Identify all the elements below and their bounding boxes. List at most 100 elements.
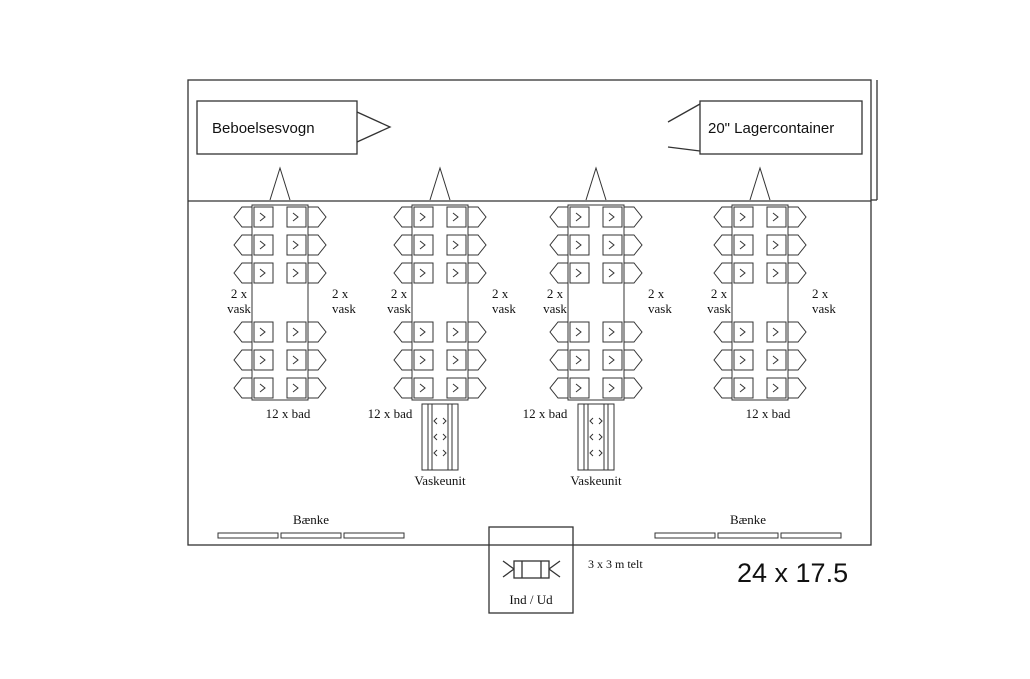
sink bbox=[468, 234, 487, 256]
sink bbox=[549, 377, 568, 399]
tap-icon bbox=[589, 433, 603, 441]
shower-icon bbox=[452, 240, 459, 250]
bath-cabin bbox=[253, 206, 274, 228]
bath-cabin bbox=[766, 206, 787, 228]
tap-icon bbox=[589, 449, 603, 457]
sink bbox=[468, 321, 487, 343]
bath-cabin bbox=[733, 377, 754, 399]
bath-cabin bbox=[569, 206, 590, 228]
sink-count-label: 2 x bbox=[231, 286, 248, 301]
shower-icon bbox=[452, 355, 459, 365]
bath-cabin bbox=[413, 321, 434, 343]
shower-icon bbox=[292, 212, 299, 222]
sink bbox=[788, 234, 807, 256]
shower-icon bbox=[575, 327, 582, 337]
shower-icon bbox=[259, 240, 266, 250]
bath-cabin bbox=[733, 349, 754, 371]
shower-icon bbox=[259, 327, 266, 337]
shower-icon bbox=[419, 212, 426, 222]
bath-cabin bbox=[602, 262, 623, 284]
sink-type-label: vask bbox=[387, 301, 411, 316]
bath-block bbox=[251, 204, 309, 401]
sink bbox=[624, 206, 643, 228]
tap-icon bbox=[589, 417, 603, 425]
trailer-hitch bbox=[356, 111, 392, 143]
block-entry-arrow bbox=[585, 166, 607, 201]
bath-cabin bbox=[446, 349, 467, 371]
bath-count-label: 12 x bad bbox=[746, 406, 791, 421]
shower-icon bbox=[259, 383, 266, 393]
shower-icon bbox=[608, 355, 615, 365]
bench bbox=[780, 532, 842, 539]
bath-cabin bbox=[733, 262, 754, 284]
sink bbox=[624, 321, 643, 343]
bath-cabin bbox=[766, 349, 787, 371]
bath-cabin bbox=[766, 262, 787, 284]
shower-icon bbox=[575, 383, 582, 393]
bath-cabin bbox=[253, 377, 274, 399]
wash-unit bbox=[577, 403, 615, 471]
shower-icon bbox=[608, 383, 615, 393]
block-entry-arrow bbox=[749, 166, 771, 201]
shower-icon bbox=[772, 327, 779, 337]
bath-cabin bbox=[569, 321, 590, 343]
shower-icon bbox=[452, 212, 459, 222]
sink-type-label: vask bbox=[332, 301, 356, 316]
tap-icon bbox=[433, 433, 447, 441]
bath-cabin bbox=[413, 377, 434, 399]
shower-icon bbox=[259, 268, 266, 278]
shower-icon bbox=[608, 268, 615, 278]
sink bbox=[624, 377, 643, 399]
shower-icon bbox=[452, 383, 459, 393]
sink bbox=[624, 234, 643, 256]
sink bbox=[788, 377, 807, 399]
bath-cabin bbox=[253, 349, 274, 371]
shower-icon bbox=[259, 355, 266, 365]
venue-outline bbox=[187, 79, 872, 546]
bath-cabin bbox=[569, 234, 590, 256]
shower-icon bbox=[292, 383, 299, 393]
shower-icon bbox=[739, 355, 746, 365]
shower-icon bbox=[772, 355, 779, 365]
bath-cabin bbox=[446, 262, 467, 284]
shower-icon bbox=[575, 355, 582, 365]
sink bbox=[393, 349, 412, 371]
shower-icon bbox=[419, 268, 426, 278]
bench bbox=[217, 532, 279, 539]
shower-icon bbox=[292, 327, 299, 337]
bath-cabin bbox=[733, 206, 754, 228]
storage-container bbox=[699, 100, 863, 155]
shower-icon bbox=[739, 240, 746, 250]
sink bbox=[549, 321, 568, 343]
shower-icon bbox=[772, 268, 779, 278]
bath-cabin bbox=[602, 377, 623, 399]
bath-cabin bbox=[286, 206, 307, 228]
sink-count-label: 2 x bbox=[332, 286, 349, 301]
sink-count-label: 2 x bbox=[711, 286, 728, 301]
bath-cabin bbox=[286, 234, 307, 256]
sink bbox=[233, 206, 252, 228]
bath-block bbox=[567, 204, 625, 401]
shower-icon bbox=[292, 240, 299, 250]
shower-icon bbox=[419, 383, 426, 393]
bath-cabin bbox=[766, 234, 787, 256]
container-label: 20" Lagercontainer bbox=[708, 120, 834, 137]
bath-cabin bbox=[286, 349, 307, 371]
bench bbox=[343, 532, 405, 539]
shower-icon bbox=[739, 383, 746, 393]
bath-cabin bbox=[602, 349, 623, 371]
sink bbox=[713, 349, 732, 371]
sink bbox=[549, 206, 568, 228]
shower-icon bbox=[259, 212, 266, 222]
block-entry-arrow bbox=[429, 166, 451, 201]
sink bbox=[308, 206, 327, 228]
sink bbox=[233, 234, 252, 256]
tent-size-label: 3 x 3 m telt bbox=[588, 557, 643, 571]
sink bbox=[233, 262, 252, 284]
benches-label-right: Bænke bbox=[730, 512, 766, 527]
sink bbox=[308, 349, 327, 371]
bath-block bbox=[411, 204, 469, 401]
shower-icon bbox=[575, 240, 582, 250]
wash-unit bbox=[421, 403, 459, 471]
shower-icon bbox=[292, 355, 299, 365]
